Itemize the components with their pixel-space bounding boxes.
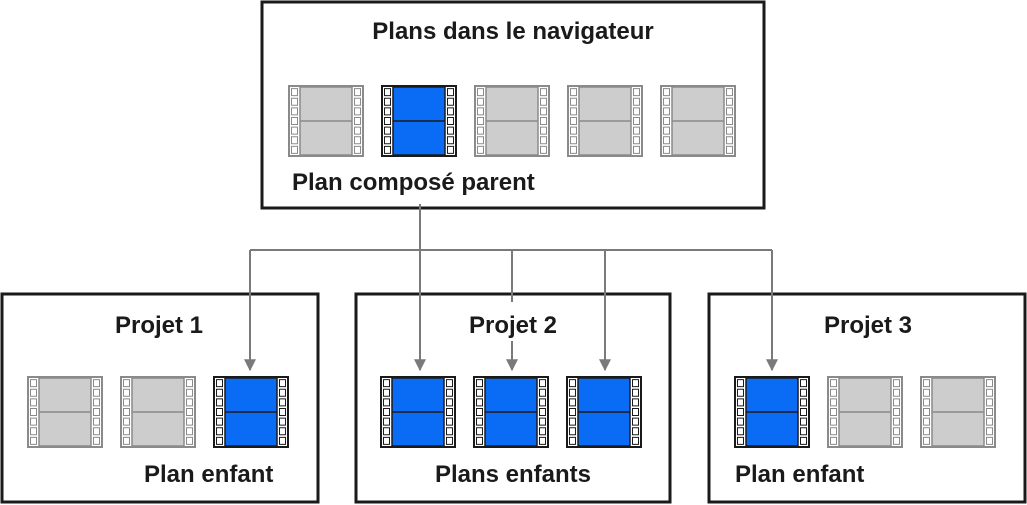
browser-clip-3-film-clip-icon bbox=[474, 85, 550, 157]
browser-clip-4-film-clip-icon bbox=[567, 85, 643, 157]
project-1-clip-3-film-clip-icon bbox=[213, 376, 289, 448]
project-2-clip-1-film-clip-icon bbox=[380, 376, 456, 448]
project-2-clip-2-film-clip-icon bbox=[473, 376, 549, 448]
clips-layer bbox=[27, 85, 996, 448]
project-1-clip-1-film-clip-icon bbox=[27, 376, 103, 448]
project-1-title: Projet 1 bbox=[114, 312, 204, 339]
project-2-title: Projet 2 bbox=[468, 312, 558, 339]
browser-clip-5-film-clip-icon bbox=[660, 85, 736, 157]
connector-arrows bbox=[244, 250, 778, 372]
project-1-child-label: Plan enfant bbox=[144, 461, 274, 488]
browser-title: Plans dans le navigateur bbox=[372, 18, 654, 45]
browser-clip-2-film-clip-icon bbox=[381, 85, 457, 157]
browser-clip-1-film-clip-icon bbox=[288, 85, 364, 157]
project-3-title: Projet 3 bbox=[823, 312, 913, 339]
project-1-clip-2-film-clip-icon bbox=[120, 376, 196, 448]
parent-clip-label: Plan composé parent bbox=[292, 169, 535, 196]
project-2-child-label: Plans enfants bbox=[434, 461, 592, 488]
project-3-clip-1-film-clip-icon bbox=[734, 376, 810, 448]
project-3-child-label: Plan enfant bbox=[735, 461, 865, 488]
project-3-clip-2-film-clip-icon bbox=[827, 376, 903, 448]
project-2-clip-3-film-clip-icon bbox=[566, 376, 642, 448]
project-3-clip-3-film-clip-icon bbox=[920, 376, 996, 448]
connector-lines bbox=[250, 204, 772, 251]
